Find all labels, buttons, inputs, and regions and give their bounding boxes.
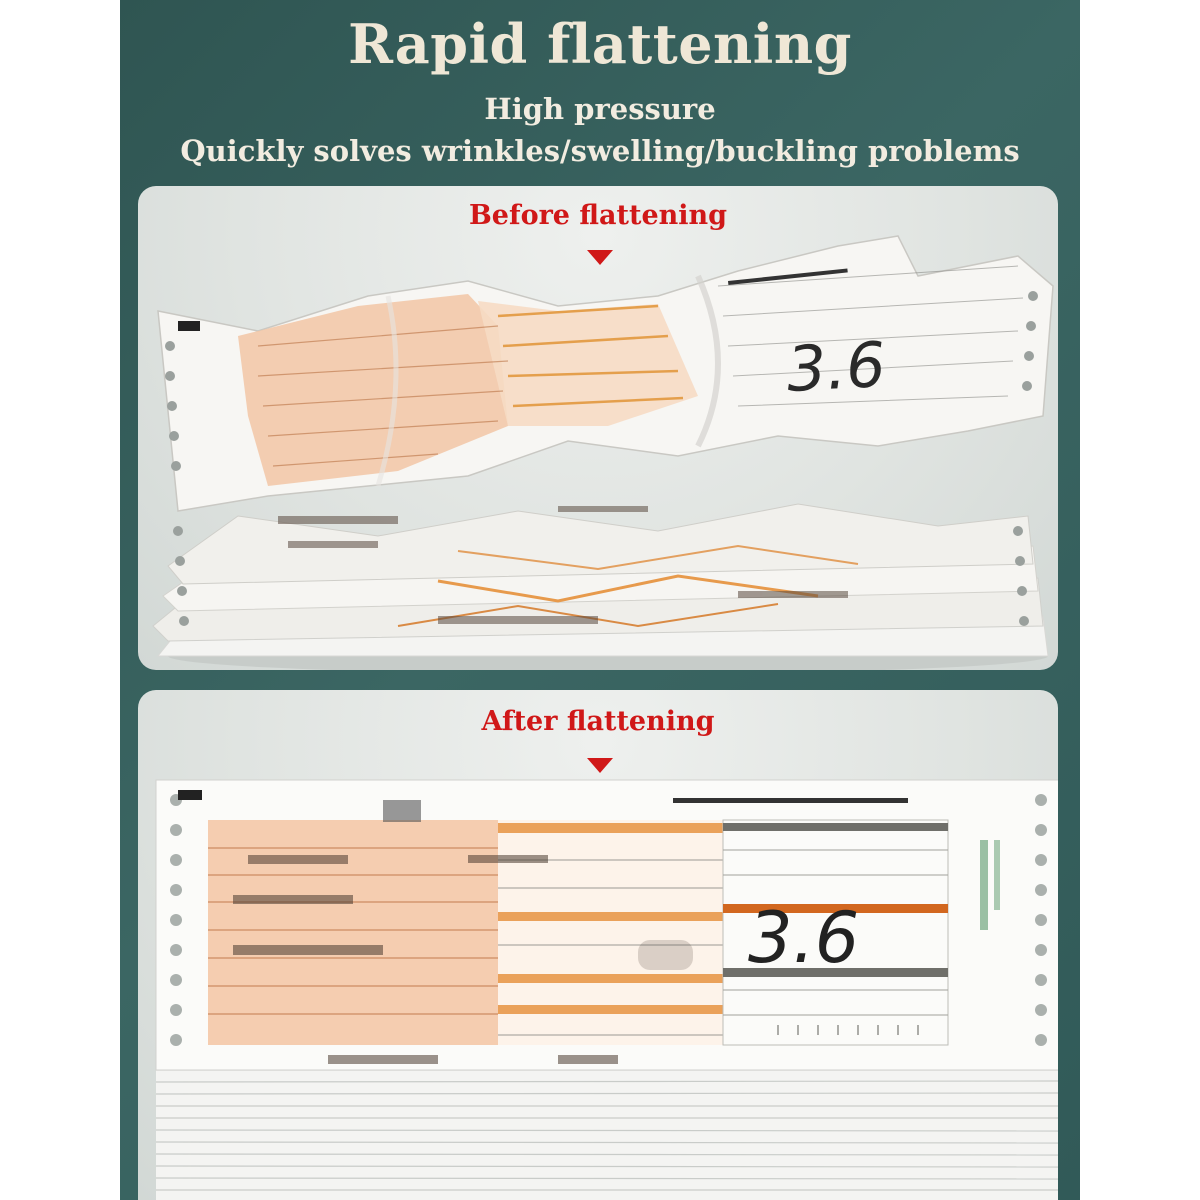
before-photo-panel: 3.6 Before flattening [138,186,1058,670]
before-label: Before flattening [468,200,728,231]
subtitle-benefit: Quickly solves wrinkles/swelling/bucklin… [180,134,1020,168]
before-arrow-icon [587,250,613,265]
flattened-stack-photo: 3.6 [155,779,1058,1200]
crumpled-stack-photo: 3.6 [152,235,1054,670]
handwritten-number-before: 3.6 [785,328,887,406]
handwritten-number-after: 3.6 [748,897,859,979]
after-label: After flattening [481,706,715,737]
advert-canvas: Rapid flattening High pressure Quickly s… [120,0,1080,1200]
subtitle-pressure: High pressure [484,92,716,126]
after-arrow-icon [587,758,613,773]
after-photo-panel: 3.6 After flattening [138,690,1058,1200]
headline-title: Rapid flattening [348,12,852,76]
